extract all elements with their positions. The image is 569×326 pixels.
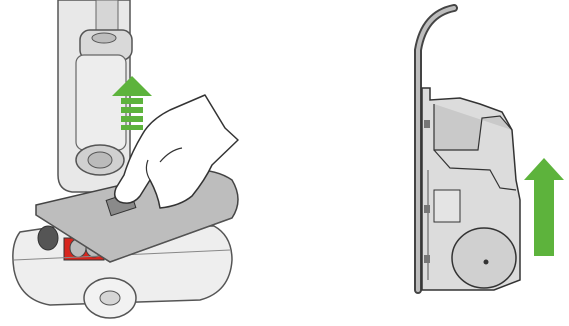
vacuum-illustration — [0, 0, 260, 326]
side-section-illustration — [390, 0, 569, 326]
panel-left-cover-removal — [0, 0, 260, 326]
panel-right-side-view — [390, 0, 569, 326]
up-arrow-icon — [524, 158, 564, 256]
device-housing — [422, 88, 520, 290]
